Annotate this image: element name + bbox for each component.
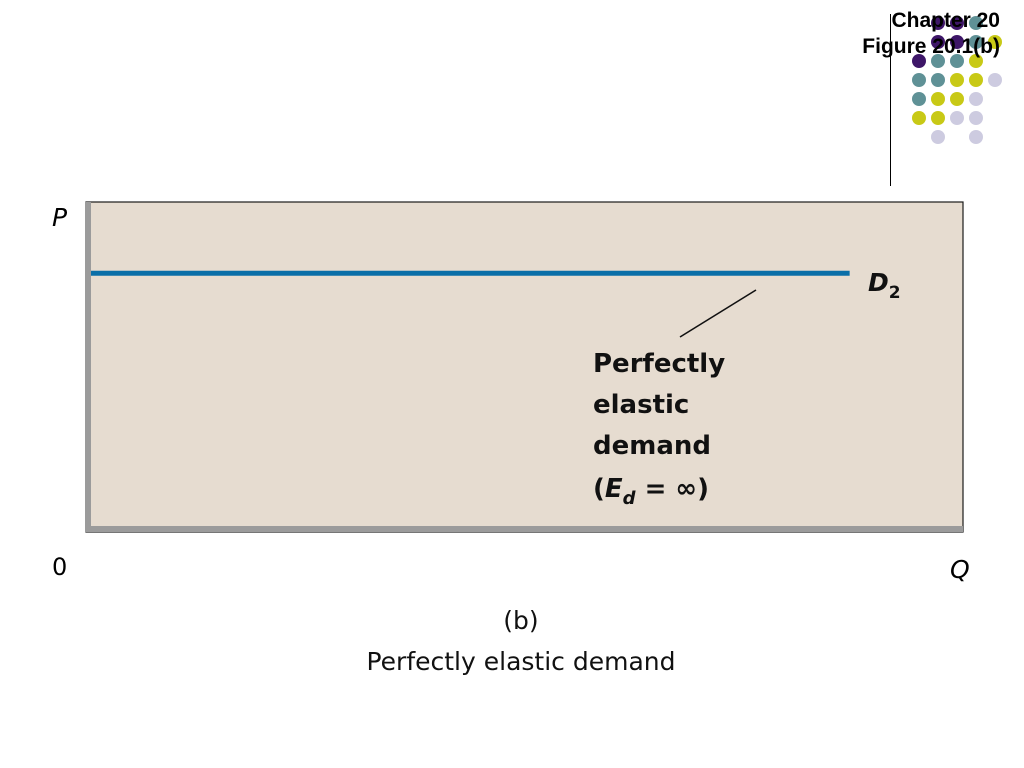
decorative-dot bbox=[950, 92, 964, 106]
decorative-dot bbox=[969, 16, 983, 30]
decorative-dot bbox=[950, 35, 964, 49]
series-label-main: D bbox=[868, 268, 889, 297]
y-axis-bar bbox=[85, 202, 91, 532]
decorative-dot bbox=[969, 111, 983, 125]
decorative-dot bbox=[931, 111, 945, 125]
decorative-dot bbox=[950, 54, 964, 68]
formula-open: ( bbox=[593, 474, 605, 504]
chart-caption: Perfectly elastic demand bbox=[366, 647, 675, 676]
annotation-line-2: elastic bbox=[593, 390, 689, 420]
decorative-dot bbox=[912, 73, 926, 87]
decorative-dot bbox=[931, 54, 945, 68]
x-axis-label: Q bbox=[950, 555, 970, 584]
annotation-formula: (Ed = ∞) bbox=[593, 474, 709, 509]
annotation-line-3: demand bbox=[593, 431, 711, 461]
decorative-dot bbox=[931, 73, 945, 87]
decorative-dot bbox=[912, 92, 926, 106]
decorative-dot bbox=[950, 111, 964, 125]
formula-sub: d bbox=[623, 488, 637, 509]
chapter-title: Chapter 20 bbox=[891, 9, 1000, 32]
series-label-d2: D2 bbox=[868, 268, 901, 303]
y-axis-label: P bbox=[52, 203, 68, 232]
decorative-dot bbox=[950, 73, 964, 87]
figure-title: Figure 20.1(b) bbox=[862, 35, 1000, 58]
series-label-sub: 2 bbox=[889, 283, 901, 303]
chart-panel bbox=[85, 201, 964, 533]
decorative-dot bbox=[950, 16, 964, 30]
decorative-dot bbox=[969, 130, 983, 144]
decorative-dot bbox=[931, 16, 945, 30]
decorative-dot bbox=[931, 130, 945, 144]
annotation-leader-line bbox=[679, 289, 757, 338]
decorative-dot bbox=[912, 111, 926, 125]
x-axis-bar bbox=[85, 526, 963, 532]
origin-label: 0 bbox=[52, 553, 67, 581]
decorative-dot bbox=[988, 35, 1002, 49]
formula-rest: = ∞) bbox=[636, 474, 709, 504]
decorative-dot bbox=[912, 54, 926, 68]
decorative-dot bbox=[969, 92, 983, 106]
header-divider-line bbox=[890, 14, 891, 186]
decorative-dot bbox=[931, 35, 945, 49]
decorative-dot bbox=[988, 73, 1002, 87]
slide-header: Chapter 20 Figure 20.1(b) bbox=[862, 8, 1000, 60]
decorative-dot bbox=[969, 73, 983, 87]
decorative-dot bbox=[969, 54, 983, 68]
panel-label: (b) bbox=[503, 606, 538, 635]
annotation-line-1: Perfectly bbox=[593, 349, 725, 379]
formula-symbol: E bbox=[605, 474, 623, 504]
decorative-dots bbox=[912, 16, 1002, 144]
decorative-dot bbox=[969, 35, 983, 49]
decorative-dot bbox=[931, 92, 945, 106]
